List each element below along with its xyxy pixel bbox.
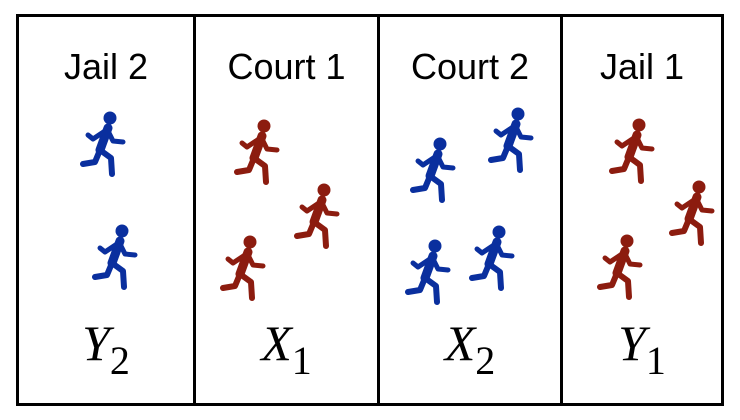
- panel-variable: X1: [196, 318, 377, 381]
- variable-subscript: 2: [475, 338, 496, 383]
- running-person-icon: [410, 137, 458, 203]
- variable-letter: X: [261, 315, 292, 371]
- running-person-icon: [405, 239, 453, 305]
- panel-court-2: Court 2 X2: [377, 17, 560, 403]
- running-person-icon: [669, 180, 717, 246]
- panel-jail-2: Jail 2 Y2: [19, 17, 193, 403]
- panel-title: Court 1: [227, 46, 346, 87]
- running-person-icon: [294, 183, 342, 249]
- diagram-frame: Jail 2 Y2 Court 1 X1 Court 2 X2 Jail 1 Y…: [16, 14, 724, 406]
- running-person-icon: [469, 225, 517, 291]
- variable-subscript: 1: [291, 338, 312, 383]
- variable-letter: Y: [82, 315, 110, 371]
- variable-letter: Y: [618, 315, 646, 371]
- panel-title: Jail 1: [599, 46, 685, 87]
- variable-subscript: 2: [109, 338, 130, 383]
- panel-variable: Y2: [19, 318, 193, 381]
- running-person-icon: [234, 119, 282, 185]
- panel-variable: Y1: [563, 318, 721, 381]
- panel-court-1: Court 1 X1: [193, 17, 377, 403]
- variable-letter: X: [444, 315, 476, 371]
- panel-variable: X2: [380, 318, 560, 381]
- running-person-icon: [609, 118, 657, 184]
- panel-title: Jail 2: [63, 46, 149, 87]
- panel-title: Court 2: [410, 46, 530, 87]
- variable-subscript: 1: [645, 338, 666, 383]
- running-person-icon: [488, 107, 536, 173]
- panel-jail-1: Jail 1 Y1: [560, 17, 721, 403]
- running-person-icon: [80, 111, 128, 177]
- running-person-icon: [220, 235, 268, 301]
- running-person-icon: [597, 234, 645, 300]
- running-person-icon: [92, 224, 140, 290]
